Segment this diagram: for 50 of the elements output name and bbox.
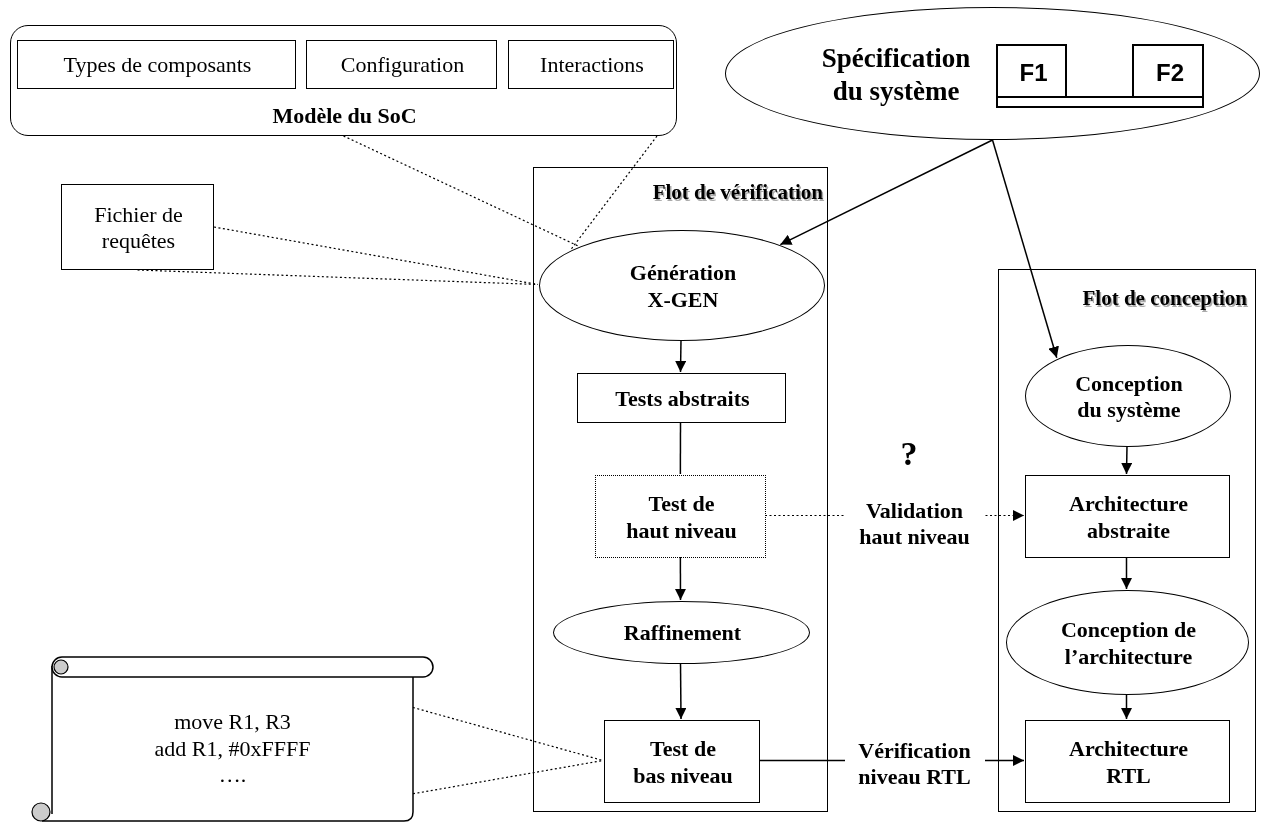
flow-panel	[533, 167, 828, 812]
connector-line	[412, 706, 604, 762]
node-label: Architecture RTL	[1068, 736, 1189, 789]
code-line: ….	[218, 762, 247, 789]
arrow	[779, 139, 994, 246]
node-label: Configuration	[340, 52, 465, 79]
connector-line	[570, 135, 658, 250]
node-label: Test de bas niveau	[632, 736, 734, 789]
arrow	[674, 556, 686, 601]
node-label: Fichier de requêtes	[93, 201, 184, 255]
model-panel	[10, 25, 677, 136]
node-label: Interactions	[540, 52, 644, 79]
arrow	[991, 139, 1059, 359]
panel-heading: Flot de vérification	[652, 180, 823, 206]
process-box	[1025, 475, 1230, 558]
function-block	[996, 44, 1067, 98]
node-label: Génération X-GEN	[628, 260, 738, 313]
code-line: add R1, #0xFFFF	[154, 735, 311, 763]
connector-line	[213, 226, 539, 286]
process-box	[577, 373, 786, 423]
process-box	[604, 720, 760, 803]
panel-heading: Spécification du système	[820, 42, 972, 107]
arrow	[1121, 693, 1132, 720]
arrow	[675, 339, 687, 373]
question-mark: ?	[900, 435, 918, 473]
panel-heading: Flot de conception	[1082, 286, 1247, 312]
component-box	[306, 40, 497, 89]
file-box	[61, 184, 214, 270]
node-label: F2	[1156, 58, 1184, 88]
code-line: move R1, R3	[174, 709, 291, 736]
component-box	[17, 40, 296, 89]
panel-heading: Modèle du SoC	[272, 102, 417, 130]
component-box	[508, 40, 674, 89]
connector-line	[679, 421, 682, 475]
connector-line	[342, 135, 579, 247]
dotted-box	[595, 475, 766, 558]
node-label: Raffinement	[623, 620, 742, 647]
arrow	[675, 662, 687, 720]
node-label: F1	[1019, 58, 1048, 88]
function-block	[1132, 44, 1204, 98]
arrow	[1121, 556, 1132, 590]
connector-line	[412, 759, 604, 795]
node-label: Conception de l’architecture	[1059, 617, 1198, 670]
arrow	[1121, 445, 1133, 475]
node-label: Architecture abstraite	[1068, 491, 1189, 544]
process-box	[1025, 720, 1230, 803]
node-label: Types de composants	[63, 52, 252, 79]
flow-panel	[998, 269, 1256, 812]
node-label: Tests abstraits	[615, 385, 750, 413]
node-label: Conception du système	[1074, 370, 1184, 424]
